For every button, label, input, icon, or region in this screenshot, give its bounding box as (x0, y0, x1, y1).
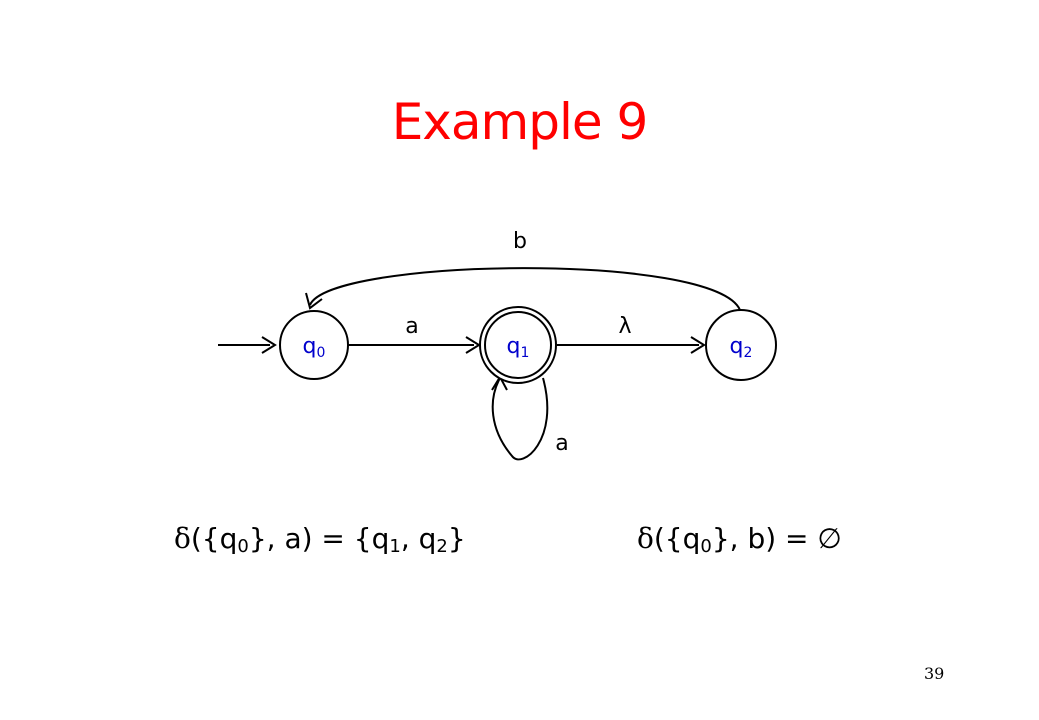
page-number: 39 (924, 664, 945, 683)
formula-subscript: 0 (237, 536, 249, 557)
state-label-q1: q1 (507, 334, 530, 361)
edge-label-q1-q2: λ (618, 314, 631, 339)
state-label-q2: q2 (730, 334, 753, 361)
formula-text: ({q (653, 522, 701, 555)
formula-subscript: 0 (700, 536, 712, 557)
formula-delta-b: δ({q0}, b) = ∅ (637, 521, 842, 557)
empty-set-symbol: ∅ (817, 522, 842, 555)
edge-q2-q0 (309, 267, 741, 311)
state-q1-accepting-ring (484, 311, 552, 379)
state-q1 (479, 306, 557, 384)
delta-symbol: δ (637, 522, 654, 555)
edge-q2-q0-arrowhead (305, 292, 323, 310)
delta-symbol: δ (174, 522, 191, 555)
formula-text: ({q (190, 522, 238, 555)
formula-subscript: 2 (436, 536, 448, 557)
state-label-q0: q0 (303, 334, 326, 361)
formula-subscript: 1 (389, 536, 401, 557)
edge-label-q1-self: a (555, 431, 568, 456)
slide-title: Example 9 (391, 93, 649, 151)
edge-label-q2-q0: b (513, 229, 527, 254)
formula-delta-a: δ({q0}, a) = {q1, q2} (174, 521, 466, 557)
state-q0 (279, 310, 349, 380)
formula-text: } (447, 522, 466, 555)
state-q2 (705, 309, 777, 381)
initial-arrowhead (261, 336, 277, 354)
edge-label-q0-q1: a (405, 314, 418, 339)
formula-text: }, a) = {q (248, 522, 390, 555)
formula-text: }, b) = (711, 522, 818, 555)
formula-text: , q (400, 522, 437, 555)
edge-q1-self (491, 377, 549, 461)
edge-q1-q2-arrowhead (690, 336, 706, 354)
